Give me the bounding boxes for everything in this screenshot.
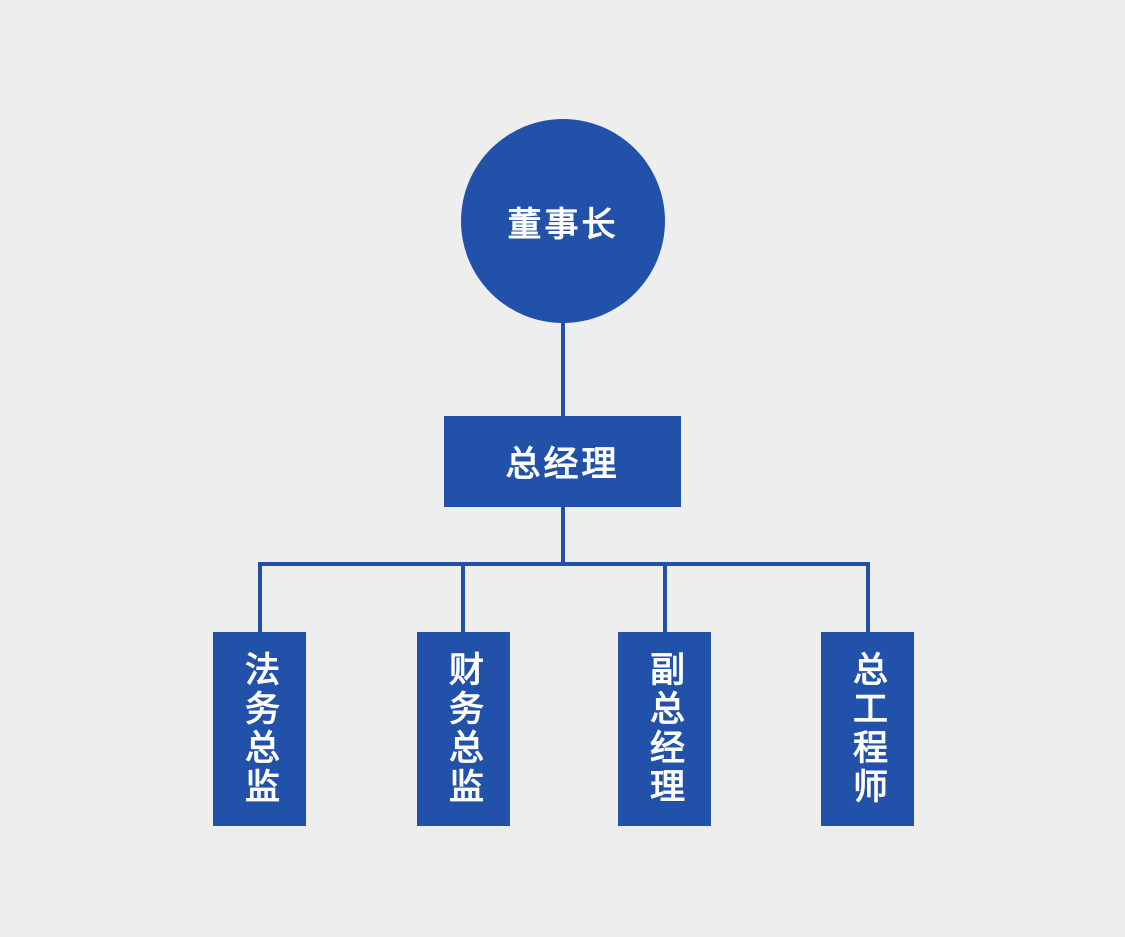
connector-drop-chief-engineer — [866, 562, 870, 634]
node-chief-engineer-label: 总工程师 — [848, 651, 887, 807]
node-legal-director-label: 法务总监 — [240, 651, 279, 807]
node-deputy-general-manager-label: 副总经理 — [645, 651, 684, 807]
connector-horizontal-bus — [258, 562, 870, 566]
node-chairman-label: 董事长 — [507, 205, 619, 244]
connector-drop-finance-director — [461, 562, 465, 634]
node-general-manager-label: 总经理 — [505, 445, 620, 484]
node-chairman: 董事长 — [461, 119, 665, 323]
node-legal-director: 法务总监 — [213, 632, 306, 826]
node-general-manager: 总经理 — [444, 416, 681, 507]
node-chief-engineer: 总工程师 — [821, 632, 914, 826]
connector-manager-to-bus — [561, 505, 565, 565]
node-finance-director-label: 财务总监 — [444, 651, 483, 807]
node-finance-director: 财务总监 — [417, 632, 510, 826]
connector-root-to-manager — [561, 321, 565, 418]
node-deputy-general-manager: 副总经理 — [618, 632, 711, 826]
connector-drop-legal-director — [258, 562, 262, 634]
connector-drop-deputy-manager — [663, 562, 667, 634]
